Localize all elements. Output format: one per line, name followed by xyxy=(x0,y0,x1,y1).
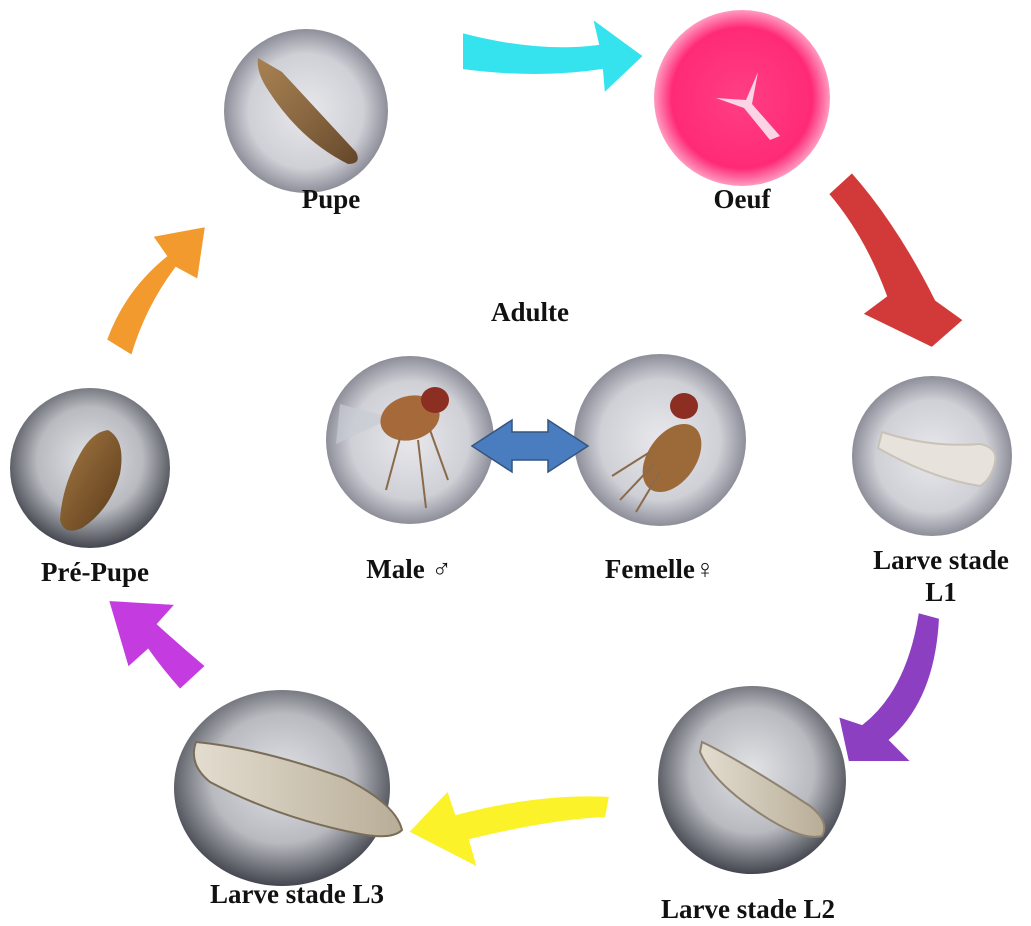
stage-label-l3: Larve stade L3 xyxy=(182,878,412,910)
female-photo xyxy=(574,354,746,526)
arrow-l2-to-l3 xyxy=(408,790,610,868)
stage-label-l2: Larve stade L2 xyxy=(628,893,868,925)
male-photo xyxy=(326,356,494,524)
larve-l1-photo xyxy=(852,376,1012,536)
prepupe-photo xyxy=(10,388,170,548)
arrow-prepupe-to-pupe xyxy=(106,226,206,356)
stage-label-pupe: Pupe xyxy=(276,183,386,215)
oeuf-photo xyxy=(654,10,830,186)
stage-label-oeuf: Oeuf xyxy=(692,183,792,215)
arrow-pupe-to-oeuf xyxy=(462,18,644,94)
larve-l3-photo xyxy=(174,690,402,886)
arrow-l3-to-prepupe xyxy=(108,600,206,690)
stage-label-prepupe: Pré-Pupe xyxy=(20,556,170,588)
arrow-l1-to-l2 xyxy=(838,612,940,762)
arrow-oeuf-to-l1 xyxy=(828,172,964,348)
adult-title: Adulte xyxy=(470,296,590,328)
adult-label-male: Male ♂ xyxy=(354,553,464,585)
larve-l2-photo xyxy=(658,686,846,874)
stage-label-l1: Larve stade L1 xyxy=(856,544,1026,608)
adult-label-female: Femelle♀ xyxy=(590,553,730,585)
pupe-photo xyxy=(224,29,388,193)
